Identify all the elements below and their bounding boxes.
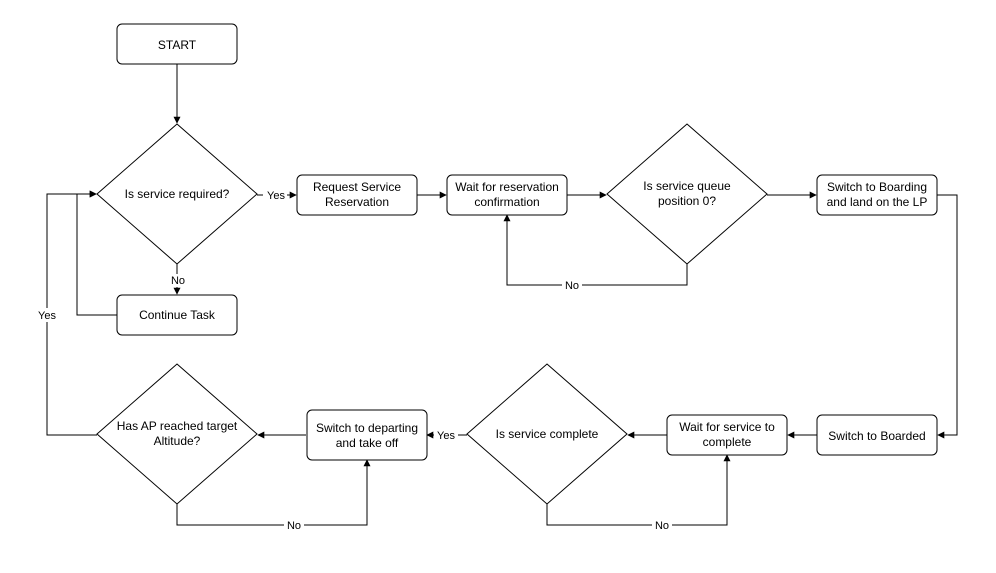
wait-service-line2: complete (703, 435, 752, 449)
switch-departing-node: Switch to departing and take off (306, 409, 428, 461)
altitude-decision: Has AP reached target Altitude? (96, 363, 258, 505)
edge-label-no-continue: No (171, 275, 185, 287)
continue-task-label: Continue Task (139, 308, 216, 322)
edge-label-yes-departing: Yes (437, 430, 455, 442)
service-complete-decision: Is service complete (466, 363, 628, 505)
switch-boarding-line1: Switch to Boarding (827, 180, 927, 194)
wait-service-node: Wait for service to complete (666, 414, 788, 456)
service-required-decision: Is service required? (96, 123, 258, 265)
edge-label-no-altitude: No (287, 520, 301, 532)
queue-position-line1: Is service queue (643, 179, 731, 193)
edge-complete-no (546, 454, 731, 526)
start-label: START (158, 38, 197, 52)
edge-labels: Yes No No Yes No No Yes (35, 188, 672, 532)
wait-service-line1: Wait for service to (679, 420, 775, 434)
switch-boarding-node: Switch to Boarding and land on the LP (816, 174, 938, 216)
edge-label-yes-altitude: Yes (38, 310, 56, 322)
edge-queue-no (503, 214, 688, 286)
request-service-node: Request Service Reservation (296, 174, 418, 216)
start-node: START (116, 23, 238, 65)
queue-position-decision: Is service queue position 0? (606, 123, 768, 265)
nodes: START Is service required? Continue Task… (96, 23, 938, 505)
altitude-line1: Has AP reached target (117, 419, 238, 433)
continue-task-node: Continue Task (116, 294, 238, 336)
edge-altitude-no (176, 459, 371, 526)
edge-continue-task-loop (76, 190, 117, 316)
edge-label-yes-request: Yes (267, 190, 285, 202)
edge-boarding-to-boarded (937, 194, 958, 439)
request-service-line2: Reservation (325, 195, 389, 209)
service-required-label: Is service required? (125, 187, 230, 201)
switch-departing-line2: and take off (336, 436, 399, 450)
switch-boarded-node: Switch to Boarded (816, 414, 938, 456)
wait-reservation-line1: Wait for reservation (455, 180, 559, 194)
switch-departing-line1: Switch to departing (316, 421, 418, 435)
service-complete-label: Is service complete (496, 427, 599, 441)
edge-label-no-service-complete: No (655, 520, 669, 532)
altitude-line2: Altitude? (154, 434, 201, 448)
wait-reservation-line2: confirmation (474, 195, 539, 209)
switch-boarded-label: Switch to Boarded (828, 429, 925, 443)
edge-label-no-queue: No (565, 280, 579, 292)
switch-boarding-line2: and land on the LP (827, 195, 928, 209)
wait-reservation-node: Wait for reservation confirmation (446, 174, 568, 216)
request-service-line1: Request Service (313, 180, 401, 194)
queue-position-line2: position 0? (658, 194, 716, 208)
